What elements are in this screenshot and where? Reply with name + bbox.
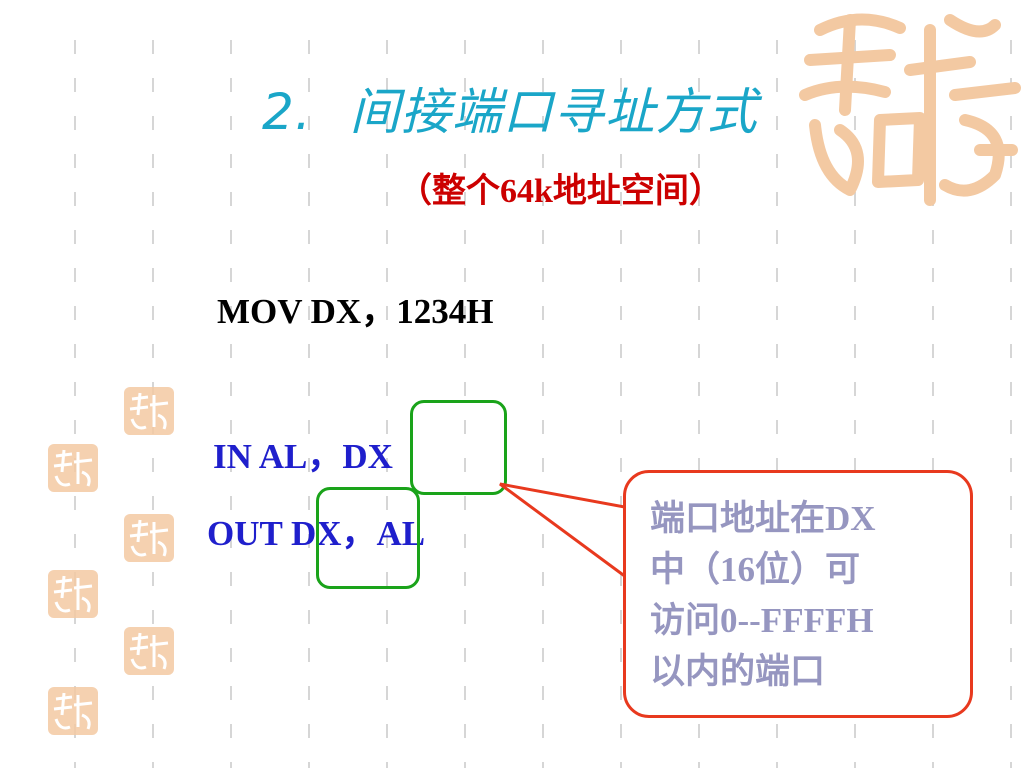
code-line-mov: MOV DX，1234H [217, 292, 494, 331]
seal-stamp-icon [48, 570, 98, 618]
dx-highlight-box-out [316, 487, 420, 589]
slide-subtitle: （整个64k地址空间） [398, 173, 723, 210]
callout-line: 访问0--FFFFH [650, 601, 874, 640]
title-text: 间接端口寻址方式 [349, 83, 758, 141]
callout-line: 端口地址在DX [650, 499, 876, 538]
callout-pointer [499, 482, 632, 583]
callout-line: 以内的端口 [650, 652, 826, 691]
seal-stamp-icon [48, 444, 98, 492]
callout-note: 端口地址在DX 中（16位）可 访问0--FFFFH 以内的端口 [623, 470, 973, 718]
code-line-in: IN AL，DX [213, 437, 393, 476]
dx-highlight-box-in [410, 400, 507, 495]
slide-title: 2. 间接端口寻址方式 [262, 72, 758, 144]
seal-stamp-icon [124, 514, 174, 562]
callout-line: 中（16位）可 [650, 550, 861, 589]
auspicious-seal-icon [799, 13, 1021, 206]
seal-stamp-icon [124, 387, 174, 435]
seal-stamp-icon [124, 627, 174, 675]
seal-stamp-icon [48, 687, 98, 735]
title-number: 2. [262, 83, 312, 141]
